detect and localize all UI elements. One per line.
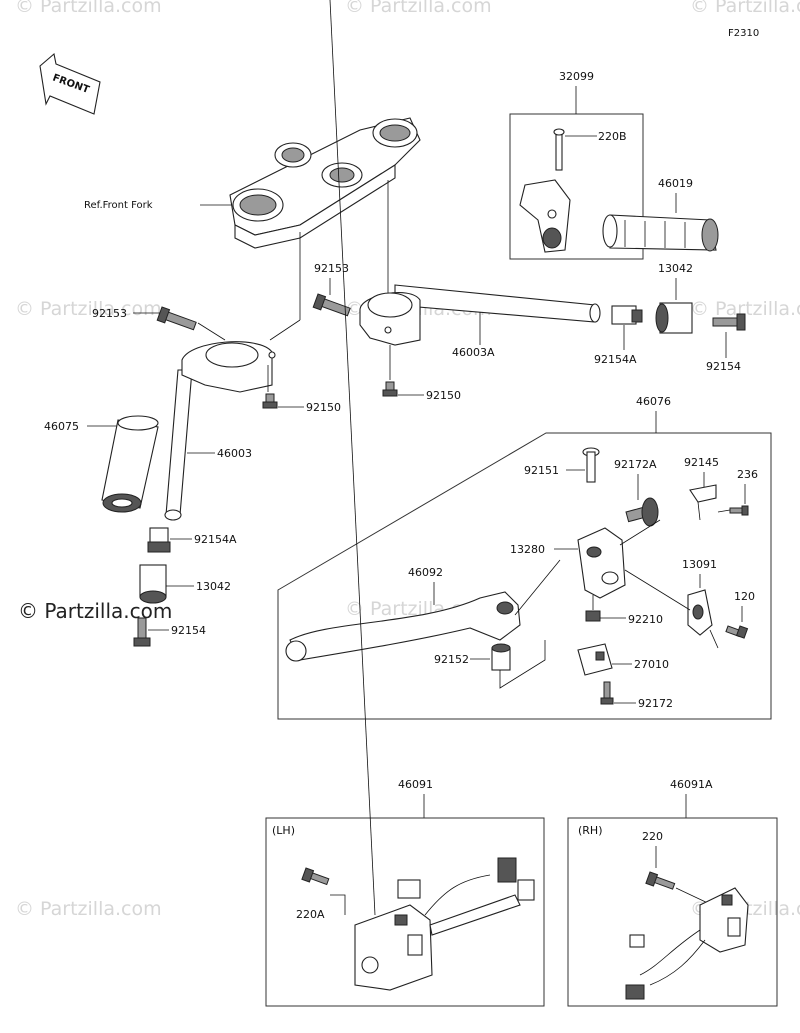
svg-text:© Partzilla.com: © Partzilla.com — [690, 0, 800, 17]
adjuster-92172A-drawing — [625, 497, 659, 527]
box-46091A-rh — [567, 817, 778, 1007]
nut-92154A-left-drawing — [147, 527, 171, 553]
part-label-92154A-top: 92154A — [594, 353, 637, 366]
section-label-lh: (LH) — [272, 824, 295, 837]
bolt-92154-right-drawing — [712, 313, 746, 331]
part-label-46003: 46003 — [217, 447, 252, 460]
clamp-13091-drawing — [687, 589, 713, 636]
left-grip-46075-drawing — [101, 415, 159, 513]
right-handlebar-46003A-drawing — [359, 284, 601, 346]
watermarks: © Partzilla.com © Partzilla.com © Partzi… — [15, 0, 800, 920]
screw-220-drawing — [645, 871, 676, 890]
part-label-46091A: 46091A — [670, 778, 713, 791]
part-label-32099: 32099 — [559, 70, 594, 83]
right-switch-housing-drawing — [625, 887, 749, 1000]
part-label-92154A-left: 92154A — [194, 533, 237, 546]
svg-text:© Partzilla.com: © Partzilla.com — [15, 0, 162, 17]
bar-end-weight-left-drawing — [139, 564, 167, 604]
right-grip-46019-drawing — [602, 214, 719, 252]
switch-27010-drawing — [577, 643, 613, 676]
bolt-92150-right-drawing — [382, 381, 398, 397]
part-label-46091: 46091 — [398, 778, 433, 791]
part-label-13280: 13280 — [510, 543, 545, 556]
part-label-92210: 92210 — [628, 613, 663, 626]
part-label-120: 120 — [734, 590, 755, 603]
part-label-220A: 220A — [296, 908, 325, 921]
part-label-92153-left: 92153 — [92, 307, 127, 320]
part-label-92153-right: 92153 — [314, 262, 349, 275]
part-label-220B: 220B — [598, 130, 627, 143]
bushing-92152-drawing — [491, 643, 511, 671]
nut-92210-drawing — [585, 610, 601, 622]
part-label-92154-left: 92154 — [171, 624, 206, 637]
svg-text:© Partzilla.com: © Partzilla.com — [345, 0, 492, 17]
part-label-236: 236 — [737, 468, 758, 481]
front-arrow-icon: FRONT — [39, 52, 101, 115]
svg-text:© Partzilla.com: © Partzilla.com — [15, 898, 162, 920]
left-handlebar-46003-drawing — [164, 341, 276, 521]
bolt-92154-left-drawing — [133, 617, 151, 647]
part-label-13042-top: 13042 — [658, 262, 693, 275]
brake-lever-46092-drawing — [285, 591, 521, 662]
pivot-bolt-92151-drawing — [582, 447, 600, 483]
throttle-housing-drawing — [519, 128, 571, 253]
watermark-text: Partzilla.com — [40, 298, 162, 320]
part-label-46003A: 46003A — [452, 346, 495, 359]
bolt-92150-left-drawing — [262, 393, 278, 409]
watermark-symbol: © — [15, 298, 34, 320]
master-cylinder-13280-drawing — [577, 527, 626, 599]
svg-text:© Partzilla.com: © Partzilla.com — [15, 298, 162, 320]
part-label-92154-top: 92154 — [706, 360, 741, 373]
part-label-27010: 27010 — [634, 658, 669, 671]
part-label-92151: 92151 — [524, 464, 559, 477]
bar-end-weight-right-drawing — [655, 302, 693, 334]
part-label-92150-left: 92150 — [306, 401, 341, 414]
part-label-46019: 46019 — [658, 177, 693, 190]
part-label-92152: 92152 — [434, 653, 469, 666]
part-label-92172: 92172 — [638, 697, 673, 710]
part-label-13091: 13091 — [682, 558, 717, 571]
part-label-92150-right: 92150 — [426, 389, 461, 402]
bolt-92153-left-drawing — [156, 306, 197, 331]
triple-clamp-drawing — [229, 117, 421, 249]
part-label-220: 220 — [642, 830, 663, 843]
part-label-46075: 46075 — [44, 420, 79, 433]
bolt-120-drawing — [725, 625, 749, 639]
part-label-46076: 46076 — [636, 395, 671, 408]
svg-text:© Partzilla.com: © Partzilla.com — [690, 298, 800, 320]
ref-front-fork-label: Ref.Front Fork — [84, 200, 153, 211]
section-label-rh: (RH) — [578, 824, 603, 837]
part-label-92145: 92145 — [684, 456, 719, 469]
part-label-92172A: 92172A — [614, 458, 657, 471]
screw-92172-drawing — [600, 681, 614, 705]
spring-92145-drawing — [689, 484, 717, 521]
left-switch-housing-drawing — [354, 857, 535, 991]
box-32099 — [509, 113, 644, 260]
screw-220A-drawing — [301, 867, 330, 886]
bolt-92153-right-drawing — [312, 293, 351, 317]
part-label-46092: 46092 — [408, 566, 443, 579]
screw-236-drawing — [729, 505, 749, 516]
part-label-13042-left: 13042 — [196, 580, 231, 593]
nut-92154A-right-drawing — [611, 305, 643, 325]
box-46076 — [277, 432, 772, 720]
figure-code: F2310 — [728, 28, 759, 39]
box-46091-lh — [265, 817, 545, 1007]
